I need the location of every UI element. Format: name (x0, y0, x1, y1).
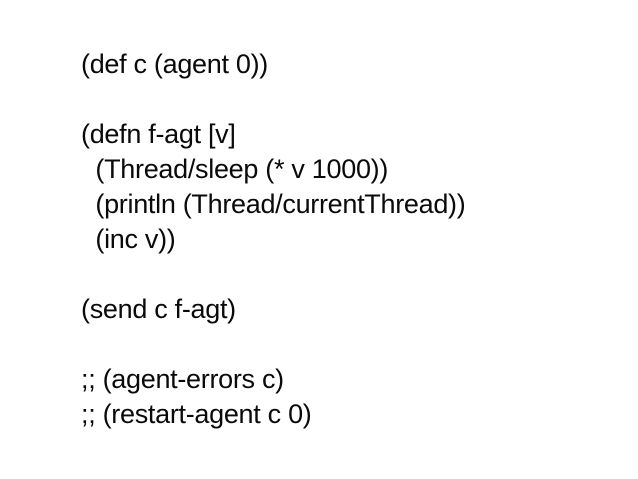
code-block: (def c (agent 0)) (defn f-agt [v] (Thread… (81, 47, 466, 432)
code-line-blank (81, 82, 465, 117)
code-line: (println (Thread/currentThread)) (81, 189, 466, 219)
code-line: (def c (agent 0)) (81, 49, 268, 79)
code-line: (Thread/sleep (* v 1000)) (81, 154, 389, 184)
code-line: (inc v)) (81, 224, 176, 254)
code-line: (defn f-agt [v] (81, 119, 236, 149)
code-line-blank (81, 327, 465, 362)
code-line: (send c f-agt) (81, 294, 236, 324)
code-line: ;; (agent-errors c) (81, 364, 284, 394)
code-line: ;; (restart-agent c 0) (81, 399, 312, 429)
code-line-blank (81, 257, 465, 292)
